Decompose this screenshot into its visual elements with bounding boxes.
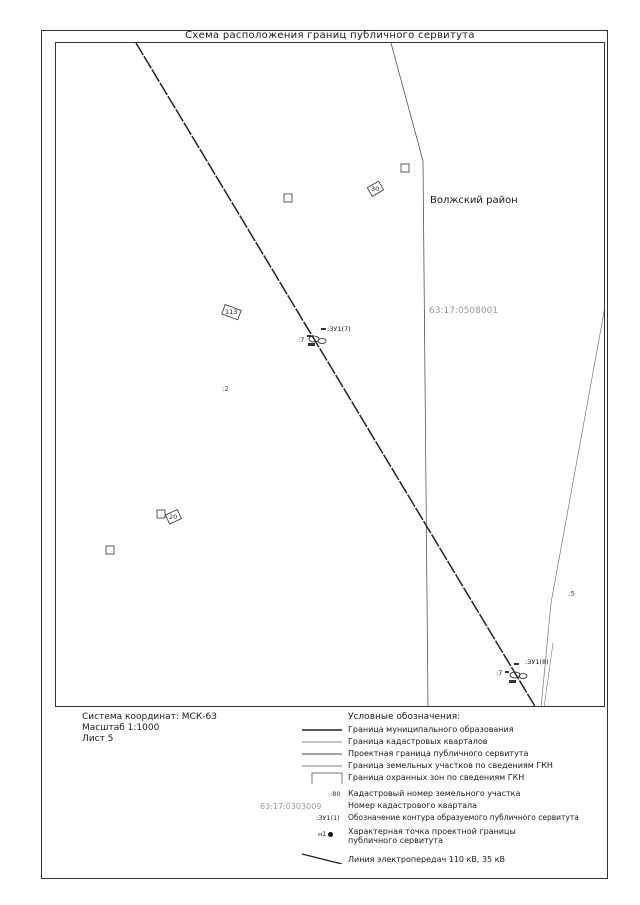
legend-label: Граница муниципального образования [348, 725, 514, 734]
legend-row: Проектная граница публичного сервитута [300, 748, 605, 760]
quarter-boundary-2 [543, 642, 554, 706]
parcel-label-2: :2 [222, 385, 229, 393]
legend-label: Характерная точка проектной границы публ… [348, 827, 516, 845]
legend-label: Линия электропередач 110 кВ, 35 кВ [348, 855, 506, 864]
quarter-number-label: 63:17:0508001 [429, 306, 499, 316]
legend-label: Граница земельных участков по сведениям … [348, 761, 553, 770]
sheet-info: Система координат: МСК-63 Масштаб 1:1000… [82, 712, 217, 745]
map-frame: Волжский район 63:17:0508001 30 113 20 :… [55, 42, 605, 707]
legend-row: Граница земельных участков по сведениям … [300, 760, 605, 772]
parcel-frame-30 [366, 180, 385, 197]
legend-title: Условные обозначения: [348, 712, 461, 722]
legend-label: Граница охранных зон по сведениям ГКН [348, 773, 525, 782]
parcel-frame-20 [164, 508, 182, 525]
legend-row: Граница охранных зон по сведениям ГКН [300, 772, 605, 786]
legend-label: Граница кадастровых кварталов [348, 737, 488, 746]
map-scale: Масштаб 1:1000 [82, 723, 160, 733]
quarter-number-sample: 63:17:0303009 [260, 802, 322, 811]
legend-label: Номер кадастрового квартала [348, 801, 478, 810]
protection-zone-square [400, 163, 410, 173]
legend-row: :80 Кадастровый номер земельного участка [300, 788, 605, 800]
project-line-symbol [302, 753, 342, 755]
legend: Условные обозначения: Граница муниципаль… [260, 712, 605, 872]
quarter-boundary [540, 310, 604, 706]
parcel-label-5: :5 [568, 590, 575, 598]
servitude-parcel-ref-2: :7 [496, 669, 503, 677]
map-title: Схема расположения границ публичного сер… [185, 30, 475, 41]
contour-code-sample: :ЗУ1(1) [316, 814, 340, 822]
legend-row: Граница кадастровых кварталов [300, 736, 605, 748]
servitude-code-1: :ЗУ1(7) [327, 325, 351, 333]
parcel-label-113: 113 [225, 308, 238, 316]
legend-row: Линия электропередач 110 кВ, 35 кВ [300, 852, 605, 866]
point-dot-icon [328, 831, 334, 837]
servitude-parcel-ref-1: :7 [298, 336, 305, 344]
thick-line-symbol [302, 729, 342, 731]
legend-row: 63:17:0303009 Номер кадастрового квартал… [260, 800, 605, 812]
protection-zone-square [156, 509, 166, 519]
protection-zone-square [283, 193, 293, 203]
power-line [135, 43, 536, 706]
cadastral-number-sample: :80 [330, 790, 341, 798]
sheet-number: Лист 5 [82, 734, 114, 744]
parcel-label-30: 30 [371, 185, 380, 193]
thin-line-symbol [302, 741, 342, 743]
drawing-sheet-frame [41, 30, 608, 879]
map-canvas [105, 43, 604, 706]
servitude-code-2: :ЗУ1(8) [525, 658, 549, 666]
parcel-label-20: 20 [169, 513, 178, 521]
point-label: н1 [318, 830, 327, 838]
district-label: Волжский район [430, 195, 518, 206]
servitude-cluster-1 [307, 328, 327, 346]
legend-row: :ЗУ1(1) Обозначение контура образуемого … [300, 812, 605, 824]
servitude-cluster-2 [505, 663, 528, 683]
coordinate-system: Система координат: МСК-63 [82, 712, 217, 722]
protection-zone-square [105, 545, 115, 555]
municipal-boundary [390, 43, 429, 706]
zone-box-symbol [311, 772, 343, 784]
legend-row: Граница муниципального образования [300, 724, 605, 736]
parcel-line-symbol [302, 765, 342, 767]
legend-label: Проектная граница публичного сервитута [348, 749, 529, 758]
legend-label: Обозначение контура образуемого публично… [348, 813, 579, 822]
power-line-symbol [301, 853, 343, 864]
point-sample: н1 [318, 830, 334, 838]
legend-label: Кадастровый номер земельного участка [348, 789, 521, 798]
legend-row: н1 Характерная точка проектной границы п… [300, 826, 605, 846]
parcel-frame-113 [221, 304, 242, 321]
